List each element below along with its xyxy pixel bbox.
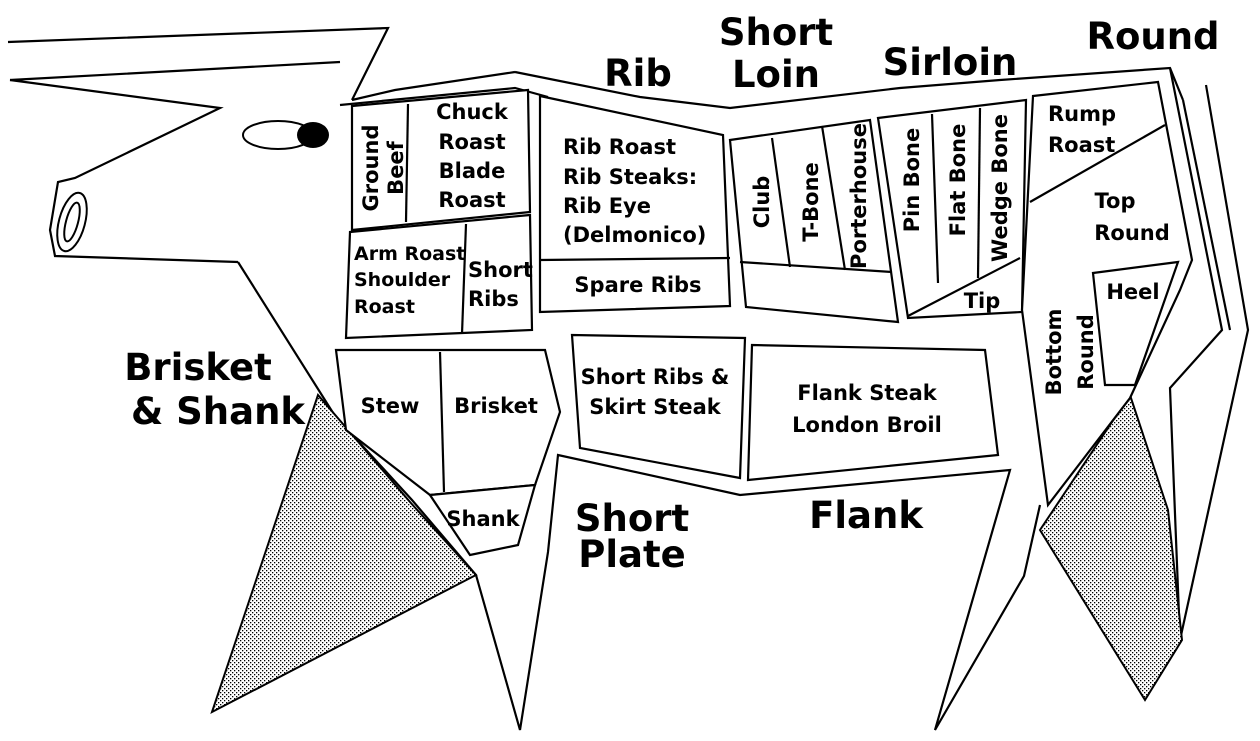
- short-loin-region: [728, 118, 900, 324]
- rear-leg-stipple: [1038, 392, 1184, 702]
- cut-pin-bone: Pin Bone: [900, 128, 924, 232]
- cut-chuck-blade-2: Roast: [438, 130, 505, 154]
- cut-arm-roast-3: Roast: [354, 296, 415, 318]
- label-short-plate-2: Plate: [578, 533, 686, 576]
- cut-rib-roast-2: Rib Steaks:: [563, 165, 697, 189]
- cut-bottom-round-1: Bottom: [1042, 309, 1066, 396]
- cut-stew: Stew: [361, 394, 420, 418]
- chuck-region: [344, 88, 534, 340]
- cut-club: Club: [750, 176, 774, 229]
- cut-short-ribs-skirt-2: Skirt Steak: [589, 395, 722, 419]
- cut-chuck-blade-1: Chuck: [436, 100, 509, 124]
- cut-brisket: Brisket: [454, 394, 538, 418]
- cut-rib-roast-4: (Delmonico): [563, 223, 706, 247]
- label-brisket-shank-2: & Shank: [131, 390, 306, 433]
- cut-flank-steak-2: London Broil: [792, 413, 942, 437]
- round-region: [1020, 80, 1194, 508]
- cut-rump-roast-2: Roast: [1048, 133, 1115, 157]
- label-brisket-shank-1: Brisket: [124, 346, 272, 389]
- cut-chuck-blade-3: Blade: [439, 159, 506, 183]
- cow-body-outline: [237, 66, 1250, 731]
- cut-wedge-bone: Wedge Bone: [988, 114, 1012, 262]
- cut-short-ribs-chuck-1: Short: [468, 258, 533, 282]
- cut-heel: Heel: [1106, 280, 1159, 304]
- nostril-icon: [56, 191, 88, 253]
- label-short-loin-1: Short: [719, 11, 833, 54]
- label-short-loin-2: Loin: [732, 53, 820, 96]
- cut-rib-roast-3: Rib Eye: [563, 194, 651, 218]
- cow-head: [7, 26, 516, 264]
- cut-short-ribs-chuck-2: Ribs: [468, 287, 519, 311]
- cut-shank: Shank: [446, 507, 520, 531]
- short-plate-region: [570, 333, 747, 480]
- cut-spare-ribs: Spare Ribs: [574, 273, 701, 297]
- label-rib: Rib: [604, 52, 672, 95]
- cut-tip: Tip: [964, 289, 1001, 313]
- cut-arm-roast-2: Shoulder: [354, 269, 451, 291]
- front-leg-stipple: [210, 393, 478, 715]
- flank-region: [746, 343, 1000, 482]
- cut-arm-roast-1: Arm Roast: [354, 243, 465, 265]
- label-short-plate-1: Short: [575, 497, 689, 540]
- cut-flat-bone: Flat Bone: [946, 124, 970, 237]
- brisket-region: [334, 348, 562, 557]
- cut-ground-beef-2: Beef: [384, 140, 408, 194]
- cut-ground-beef-1: Ground: [359, 125, 383, 212]
- cut-t-bone: T-Bone: [799, 162, 823, 242]
- label-flank: Flank: [809, 494, 924, 537]
- cut-flank-steak-1: Flank Steak: [797, 381, 938, 405]
- cut-chuck-blade-4: Roast: [438, 188, 505, 212]
- cut-porterhouse: Porterhouse: [847, 123, 871, 269]
- cut-top-round-2: Round: [1094, 221, 1170, 245]
- label-sirloin: Sirloin: [883, 41, 1018, 84]
- cut-rump-roast-1: Rump: [1048, 102, 1116, 126]
- rib-region: [538, 94, 732, 314]
- cut-top-round-1: Top: [1095, 189, 1136, 213]
- eye-pupil: [297, 122, 329, 148]
- cut-rib-roast-1: Rib Roast: [563, 135, 676, 159]
- sirloin-region: [876, 98, 1028, 320]
- label-round: Round: [1086, 15, 1219, 58]
- cut-short-ribs-skirt-1: Short Ribs &: [581, 365, 730, 389]
- cut-bottom-round-2: Round: [1074, 314, 1098, 390]
